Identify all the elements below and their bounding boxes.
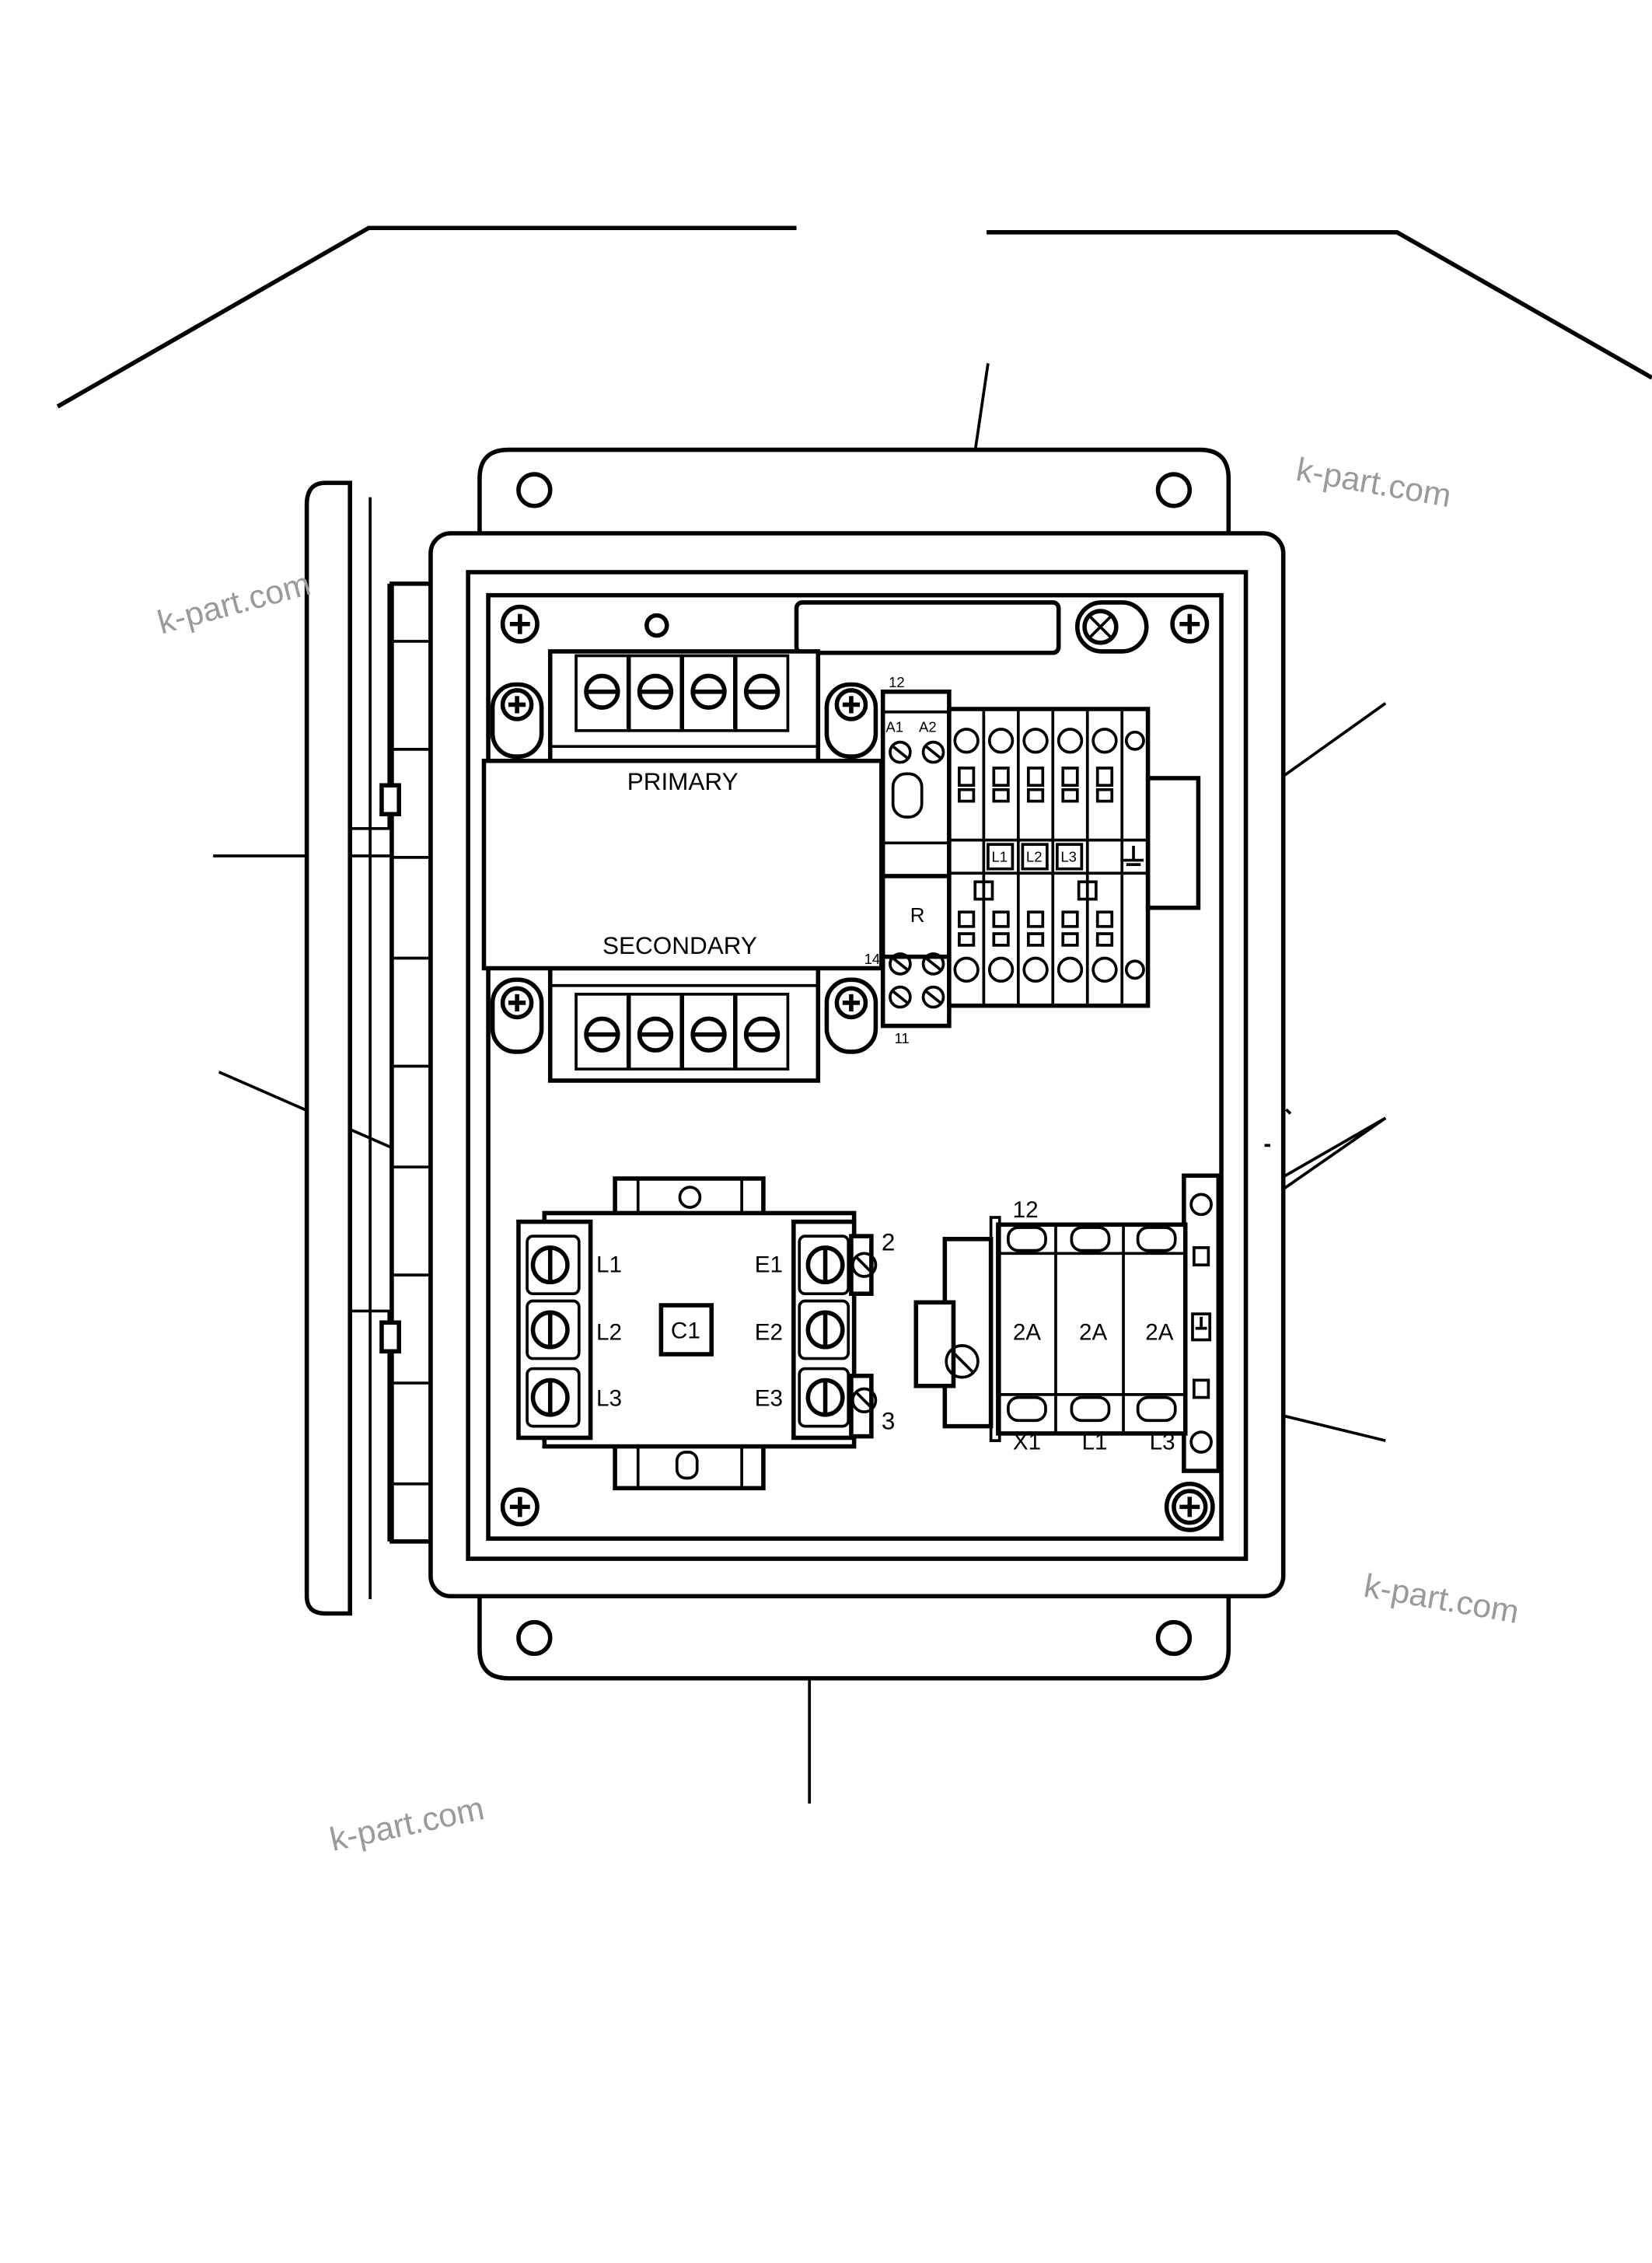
door-edge bbox=[304, 480, 352, 1616]
fuse-din-foot bbox=[913, 1300, 956, 1388]
contactor-top-mount bbox=[613, 1176, 766, 1218]
terminal-screw-icon bbox=[798, 1235, 850, 1296]
fuse-rating-1: 2A bbox=[1013, 1319, 1041, 1345]
fuse-top-label: 12 bbox=[1013, 1197, 1039, 1223]
terminal-screw-icon bbox=[921, 952, 945, 976]
terminal-screw-icon bbox=[889, 985, 912, 1009]
aux-label-2: 2 bbox=[882, 1228, 896, 1256]
ground-lug bbox=[1075, 600, 1149, 654]
hinge-strip bbox=[379, 581, 433, 1544]
terminal-top-screws bbox=[953, 728, 1145, 803]
bottom-mounting-flange bbox=[477, 1582, 1231, 1681]
mount-hole bbox=[1155, 1619, 1193, 1657]
watermark: k-part.com bbox=[154, 565, 315, 641]
strip-label-l1: L1 bbox=[991, 848, 1008, 864]
relay-term-a1: A1 bbox=[885, 719, 903, 735]
relay-term-11: 11 bbox=[895, 1030, 910, 1046]
panel-hole bbox=[644, 613, 669, 638]
control-transformer: PRIMARY SECONDARY bbox=[481, 649, 884, 1083]
terminal-strip: L1 L2 L3 bbox=[947, 707, 1201, 1008]
terminal-screw-icon bbox=[921, 985, 945, 1009]
terminal-screw-icon bbox=[889, 740, 912, 764]
ground-screw bbox=[1082, 609, 1119, 645]
relay-cover bbox=[880, 874, 952, 959]
enclosure-inner-frame bbox=[466, 570, 1249, 1561]
terminal-screw-icon bbox=[921, 740, 945, 764]
terminal-screw-icon bbox=[734, 992, 790, 1071]
relay-term-a2: A2 bbox=[919, 719, 937, 735]
terminal-screw-icon bbox=[526, 1299, 581, 1360]
terminal-screw-icon bbox=[526, 1235, 581, 1296]
phillips-screw-icon bbox=[1164, 1481, 1215, 1532]
fuse-rating-2: 2A bbox=[1079, 1319, 1107, 1345]
relay-base bbox=[880, 690, 952, 1028]
terminal-screw-icon bbox=[798, 1367, 850, 1428]
relay-led bbox=[891, 772, 924, 819]
relay-label: R bbox=[910, 905, 925, 927]
strip-label-l3: L3 bbox=[1060, 848, 1077, 864]
leader-top-right bbox=[987, 230, 1652, 380]
fuse-block: 12 2A 2A 2A X1 L1 L3 bbox=[913, 1173, 1221, 1473]
back-panel bbox=[486, 592, 1224, 1541]
terminal-bottom-screws bbox=[953, 910, 1145, 983]
fuse-bottom-label-l1: L1 bbox=[1082, 1429, 1108, 1455]
fuse-bottom-label-x1: X1 bbox=[1013, 1429, 1041, 1455]
terminal-screw-icon bbox=[734, 654, 790, 732]
mount-hole bbox=[516, 1619, 553, 1657]
contactor: 2 3 L1 L2 L3 E1 E2 E3 C1 bbox=[516, 1176, 896, 1491]
watermark: k-part.com bbox=[327, 1790, 487, 1859]
fuse-rating-3: 2A bbox=[1145, 1319, 1173, 1345]
watermark: k-part.com bbox=[1294, 451, 1455, 515]
contactor-term-l3: L3 bbox=[596, 1386, 622, 1412]
phillips-screw-icon bbox=[834, 688, 868, 721]
top-mounting-flange bbox=[477, 447, 1231, 539]
phillips-screw-icon bbox=[500, 1487, 540, 1527]
relay-term-12: 12 bbox=[889, 674, 905, 690]
mount-hole bbox=[516, 472, 553, 508]
terminal-screw-icon bbox=[526, 1367, 581, 1428]
nameplate bbox=[794, 600, 1061, 655]
watermark: k-part.com bbox=[1361, 1567, 1522, 1631]
contactor-label: C1 bbox=[671, 1318, 700, 1344]
primary-label: PRIMARY bbox=[627, 767, 739, 795]
contactor-term-e3: E3 bbox=[755, 1386, 783, 1412]
aux-label-3: 3 bbox=[882, 1406, 896, 1434]
strip-label-l2: L2 bbox=[1026, 848, 1043, 864]
relay-term-14: 14 bbox=[864, 951, 881, 967]
contactor-term-l2: L2 bbox=[596, 1319, 622, 1345]
phillips-screw-icon bbox=[834, 986, 868, 1020]
ground-symbol-icon bbox=[1123, 846, 1144, 866]
secondary-label: SECONDARY bbox=[602, 931, 757, 959]
phillips-screw-icon bbox=[1170, 604, 1210, 644]
terminal-screw-icon bbox=[889, 952, 912, 976]
din-rail-end bbox=[1145, 776, 1201, 910]
phillips-screw-icon bbox=[500, 604, 540, 644]
terminal-screw-icon bbox=[798, 1299, 850, 1360]
contactor-term-e1: E1 bbox=[755, 1252, 783, 1277]
phillips-screw-icon bbox=[500, 688, 534, 721]
fuse-bottom-label-l3: L3 bbox=[1150, 1429, 1175, 1455]
phillips-screw-icon bbox=[500, 986, 534, 1020]
aux-contact bbox=[849, 1234, 874, 1296]
contactor-term-e2: E2 bbox=[755, 1319, 783, 1345]
mount-hole bbox=[1155, 472, 1193, 508]
leader-top-left bbox=[56, 225, 797, 409]
panel-screws bbox=[500, 604, 1215, 1532]
contactor-term-l1: L1 bbox=[596, 1252, 622, 1277]
contactor-id-plate bbox=[658, 1303, 714, 1357]
